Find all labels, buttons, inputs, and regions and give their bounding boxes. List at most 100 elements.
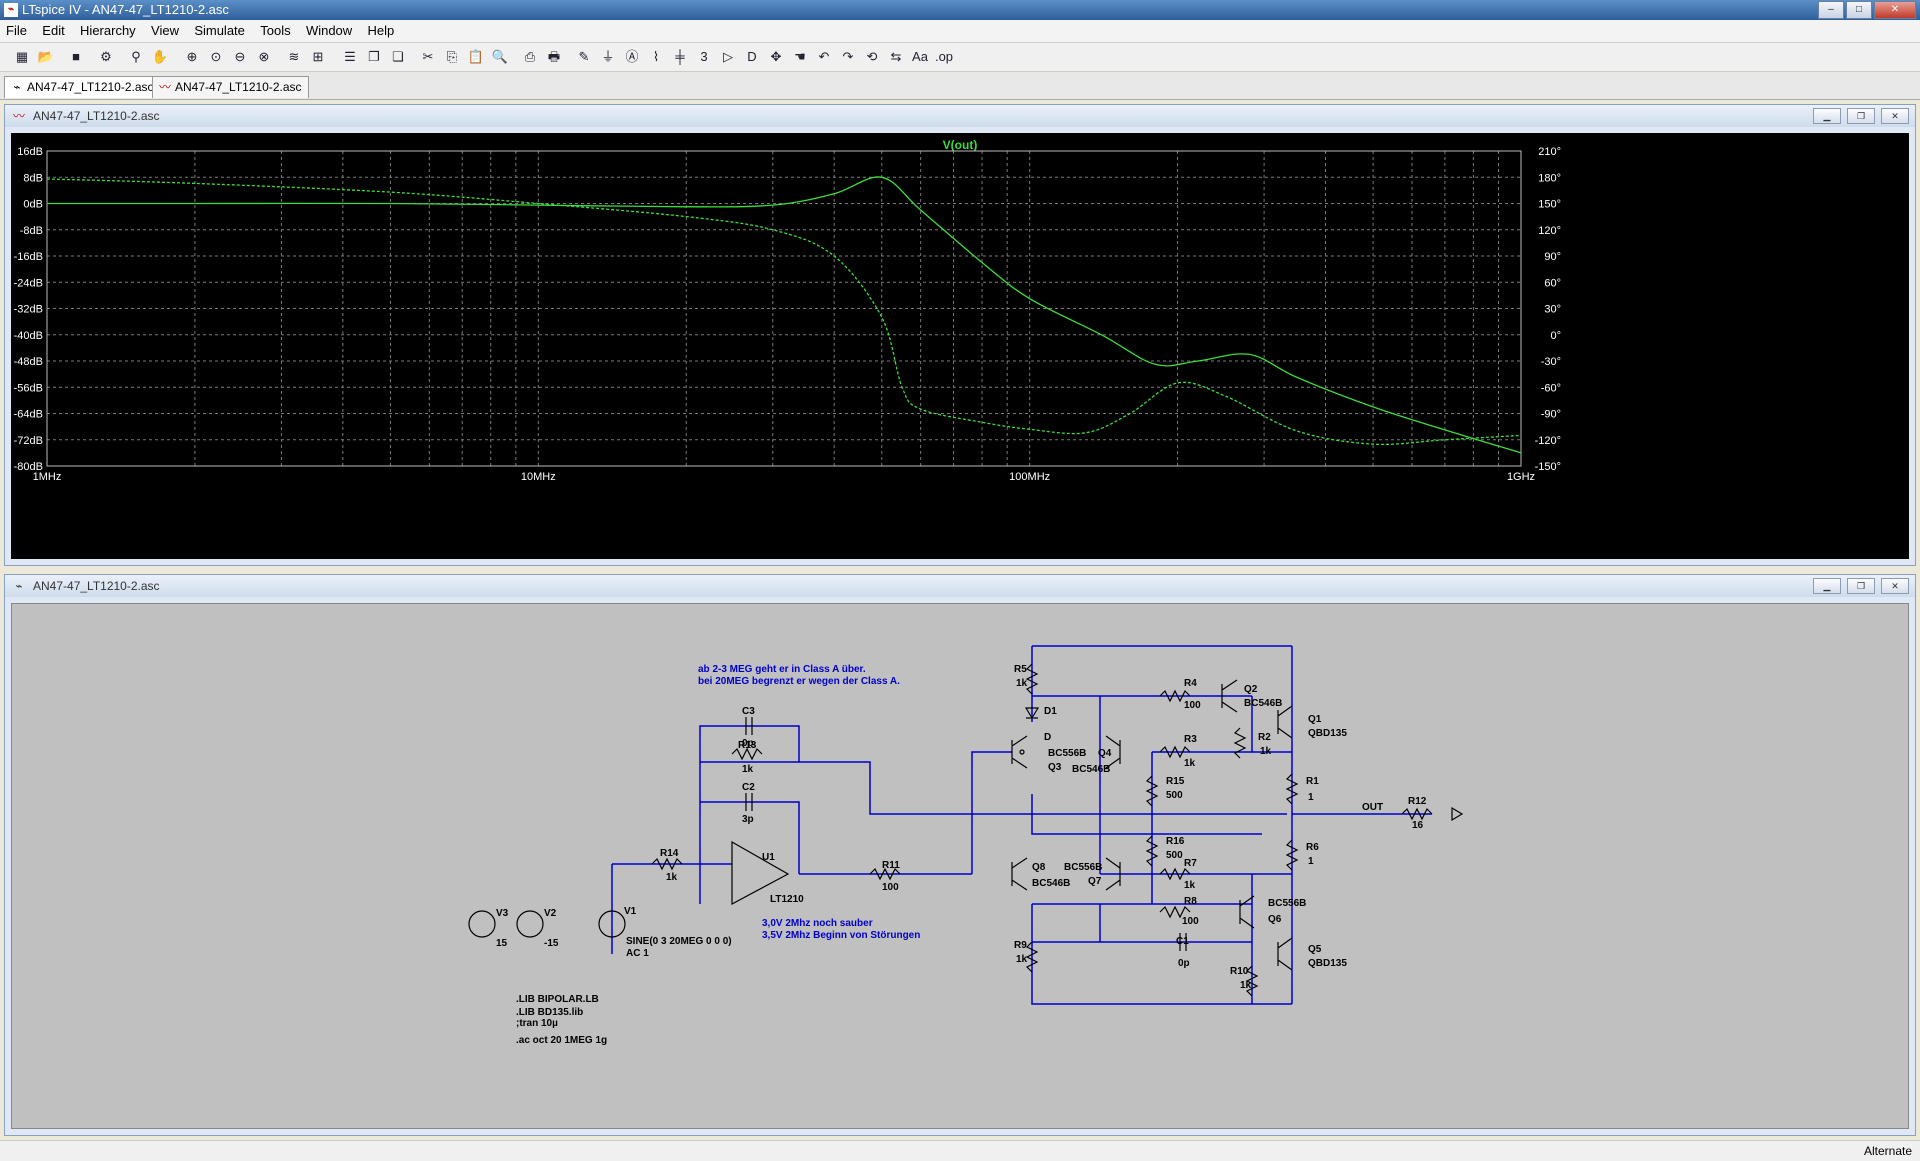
c3-symbol[interactable] — [745, 717, 753, 735]
menu-edit[interactable]: Edit — [42, 23, 65, 38]
tile-horizontal-icon[interactable]: ☰ — [344, 49, 356, 64]
spice-directive-icon[interactable]: .op — [934, 49, 954, 64]
menu-help[interactable]: Help — [367, 23, 395, 38]
menu-tools[interactable]: Tools — [260, 23, 291, 38]
capacitor-icon[interactable]: ╪ — [675, 49, 685, 64]
r6-symbol[interactable] — [1285, 839, 1299, 871]
redo-icon[interactable]: ↷ — [842, 49, 854, 64]
open-icon[interactable]: 📂 — [37, 49, 55, 64]
close-button[interactable]: ✕ — [1874, 1, 1916, 19]
menu-view[interactable]: View — [151, 23, 179, 38]
v3-symbol[interactable] — [468, 910, 496, 938]
bode-plot[interactable]: V(out) 16dB8dB0dB-8dB-16dB-24dB-32dB-40d… — [11, 133, 1909, 559]
v2-symbol[interactable] — [516, 910, 544, 938]
q1-body[interactable] — [1277, 705, 1293, 739]
find-icon[interactable]: 🔍 — [491, 49, 509, 64]
paste-icon[interactable]: 📋 — [467, 49, 485, 64]
r14-symbol[interactable] — [651, 857, 683, 871]
q6-body[interactable] — [1239, 895, 1255, 929]
directive-tran[interactable]: ;tran 10µ — [516, 1018, 558, 1029]
print-icon[interactable]: 🖶 — [547, 49, 561, 64]
menu-hierarchy[interactable]: Hierarchy — [80, 23, 136, 38]
tab-waveform[interactable]: 〰 AN47-47_LT1210-2.asc — [152, 76, 309, 98]
pan-icon[interactable]: ⊙ — [210, 49, 222, 64]
directive-lib-bipolar[interactable]: .LIB BIPOLAR.LB — [516, 994, 599, 1005]
waveform-restore-button[interactable]: ❐ — [1847, 108, 1875, 124]
r4-symbol[interactable] — [1159, 689, 1191, 703]
r5-symbol[interactable] — [1025, 663, 1039, 695]
schematic-drawing[interactable]: ab 2-3 MEG geht er in Class A über. bei … — [12, 604, 1908, 1128]
schematic-minimize-button[interactable]: ▁ — [1813, 578, 1841, 594]
move-icon[interactable]: ✥ — [770, 49, 782, 64]
q2-body[interactable] — [1221, 679, 1238, 713]
directive-lib-bd135[interactable]: .LIB BD135.lib — [516, 1007, 583, 1018]
maximize-button[interactable]: □ — [1846, 1, 1872, 19]
d1-symbol[interactable] — [1024, 707, 1040, 720]
r1-symbol[interactable] — [1285, 773, 1299, 805]
grid-icon[interactable]: ⊞ — [312, 49, 324, 64]
v1-symbol[interactable] — [598, 910, 626, 938]
r8-symbol[interactable] — [1159, 905, 1191, 919]
note-class-a-2[interactable]: bei 20MEG begrenzt er wegen der Class A. — [698, 676, 900, 687]
cut-icon[interactable]: ✂ — [422, 49, 434, 64]
waveform-minimize-button[interactable]: ▁ — [1813, 108, 1841, 124]
q3-symbol[interactable] — [1019, 749, 1025, 755]
diode-icon[interactable]: ▷ — [723, 49, 733, 64]
opamp-u1-symbol[interactable] — [731, 840, 790, 906]
schematic-close-button[interactable]: ✕ — [1881, 578, 1909, 594]
r2-symbol[interactable] — [1233, 727, 1247, 759]
q3-body[interactable] — [1011, 735, 1028, 769]
print-setup-icon[interactable]: ⎙ — [524, 49, 536, 64]
r10-symbol[interactable] — [1245, 965, 1259, 997]
trace-label-vout[interactable]: V(out) — [943, 138, 978, 152]
zoom-out-icon[interactable]: ⊖ — [234, 49, 246, 64]
menu-window[interactable]: Window — [305, 23, 353, 38]
text-icon[interactable]: Aa — [912, 49, 928, 64]
q4-body[interactable] — [1105, 735, 1121, 769]
tab-schematic[interactable]: ⌁ AN47-47_LT1210-2.asc — [4, 76, 161, 98]
schematic-canvas[interactable]: ab 2-3 MEG geht er in Class A über. bei … — [11, 603, 1909, 1129]
zoom-in-icon[interactable]: ⊕ — [186, 49, 198, 64]
menu-simulate[interactable]: Simulate — [194, 23, 245, 38]
r16-symbol[interactable] — [1145, 835, 1159, 867]
note-2mhz-2[interactable]: 3,5V 2Mhz Beginn von Störungen — [762, 930, 920, 941]
r12-symbol[interactable] — [1401, 807, 1433, 821]
tile-vertical-icon[interactable]: ❏ — [392, 49, 404, 64]
r7-symbol[interactable] — [1159, 867, 1191, 881]
schematic-restore-button[interactable]: ❐ — [1847, 578, 1875, 594]
label-net-icon[interactable]: Ⓐ — [625, 49, 639, 64]
inductor-icon[interactable]: 3 — [700, 49, 708, 64]
cascade-icon[interactable]: ❐ — [368, 49, 380, 64]
r15-symbol[interactable] — [1145, 775, 1159, 807]
directive-ac[interactable]: .ac oct 20 1MEG 1g — [516, 1035, 607, 1046]
r3-symbol[interactable] — [1159, 745, 1191, 759]
drag-icon[interactable]: ☚ — [794, 49, 806, 64]
zoom-fit-icon[interactable]: ⊗ — [258, 49, 270, 64]
c2-symbol[interactable] — [745, 793, 753, 811]
control-panel-icon[interactable]: ⚙ — [100, 49, 112, 64]
q8-body[interactable] — [1011, 857, 1028, 891]
halt-icon[interactable]: ✋ — [151, 49, 169, 64]
q5-body[interactable] — [1277, 937, 1293, 971]
rotate-icon[interactable]: ⟲ — [866, 49, 878, 64]
ground-icon[interactable]: ⏚ — [601, 49, 615, 64]
undo-icon[interactable]: ↶ — [818, 49, 830, 64]
c1-symbol[interactable] — [1179, 933, 1187, 951]
menu-file[interactable]: File — [6, 23, 27, 38]
resistor-icon[interactable]: ⌇ — [652, 49, 660, 64]
note-2mhz-1[interactable]: 3,0V 2Mhz noch sauber — [762, 918, 873, 929]
autorange-icon[interactable]: ≋ — [288, 49, 300, 64]
minimize-button[interactable]: – — [1818, 1, 1844, 19]
mirror-icon[interactable]: ⇆ — [890, 49, 902, 64]
component-icon[interactable]: D — [747, 49, 757, 64]
new-schematic-icon[interactable]: ▦ — [15, 49, 29, 64]
copy-icon[interactable]: ⎘ — [446, 49, 458, 64]
r9-symbol[interactable] — [1025, 941, 1039, 973]
waveform-close-button[interactable]: ✕ — [1881, 108, 1909, 124]
note-class-a-1[interactable]: ab 2-3 MEG geht er in Class A über. — [698, 664, 866, 675]
r13-symbol[interactable] — [731, 747, 763, 761]
q7-body[interactable] — [1105, 857, 1121, 891]
r11-symbol[interactable] — [869, 867, 901, 881]
save-icon[interactable]: ■ — [72, 49, 80, 64]
